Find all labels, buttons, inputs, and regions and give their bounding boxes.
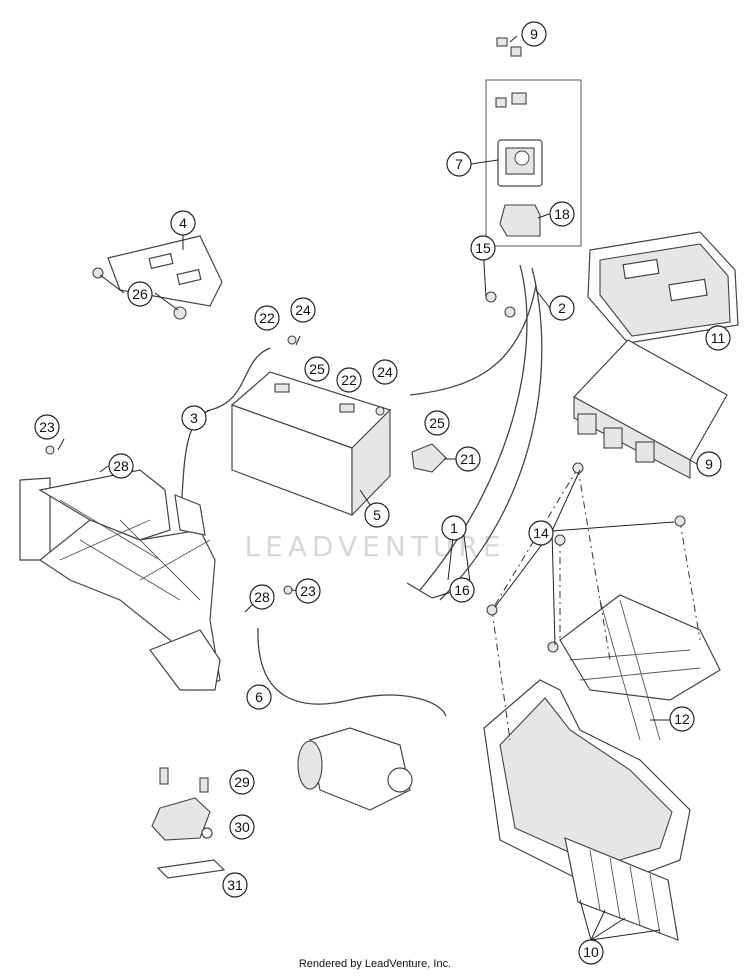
callout-21: 21	[455, 446, 481, 472]
relay-cover-part-18	[499, 204, 541, 237]
relay-box-frame	[485, 79, 582, 247]
bracket-part-4	[92, 235, 223, 320]
callout-23-bottom: 23	[295, 578, 321, 604]
screws-part-29	[159, 767, 209, 793]
svg-text:24: 24	[377, 364, 393, 380]
svg-text:12: 12	[674, 711, 690, 727]
plate-part-31	[156, 859, 226, 879]
callout-3: 3	[181, 405, 207, 431]
svg-text:24: 24	[295, 302, 311, 318]
callout-26: 26	[127, 281, 153, 307]
svg-text:22: 22	[341, 372, 357, 388]
callout-30: 30	[229, 814, 255, 840]
fuse-box-part-10	[564, 837, 679, 941]
svg-text:26: 26	[132, 286, 148, 302]
callout-18: 18	[549, 201, 575, 227]
callout-12: 12	[669, 706, 695, 732]
callout-6: 6	[246, 684, 272, 710]
relay-part-7	[495, 92, 543, 187]
callout-24-right: 24	[372, 359, 398, 385]
sensor-part-30	[151, 797, 213, 841]
callout-16: 16	[449, 577, 475, 603]
watermark-text: LEADVENTURE	[244, 530, 505, 563]
ecu-holder-part-11	[587, 231, 739, 344]
svg-text:18: 18	[554, 206, 570, 222]
svg-text:15: 15	[475, 240, 491, 256]
dash-lines-part-14	[486, 462, 701, 741]
svg-text:29: 29	[234, 774, 250, 790]
svg-text:3: 3	[190, 410, 198, 426]
callout-23-top: 23	[34, 414, 60, 440]
frame	[19, 469, 221, 691]
holder-part-12	[483, 594, 721, 891]
terminal-part-21	[411, 443, 447, 473]
svg-text:28: 28	[254, 589, 270, 605]
cable-part-16-end	[406, 582, 433, 599]
svg-text:5: 5	[373, 507, 381, 523]
svg-text:16: 16	[454, 582, 470, 598]
callout-5: 5	[364, 502, 390, 528]
cable-upper-positive	[409, 284, 537, 396]
svg-text:1: 1	[450, 520, 458, 536]
callout-10: 10	[578, 939, 604, 965]
callout-14: 14	[528, 520, 554, 546]
svg-text:28: 28	[113, 458, 129, 474]
ecu-part-9	[573, 339, 728, 479]
svg-text:23: 23	[39, 419, 55, 435]
callout-11: 11	[705, 325, 731, 351]
cable-part-2	[419, 264, 528, 591]
svg-text:14: 14	[533, 525, 549, 541]
fuses-part-8	[496, 37, 522, 57]
svg-text:31: 31	[227, 877, 243, 893]
svg-text:10: 10	[583, 944, 599, 960]
svg-text:4: 4	[179, 215, 187, 231]
bolts	[45, 291, 516, 595]
callout-25-left: 25	[304, 356, 330, 382]
cable-part-2b	[439, 267, 543, 601]
callout-24-left: 24	[290, 297, 316, 323]
svg-text:23: 23	[300, 583, 316, 599]
callout-2: 2	[549, 295, 575, 321]
callout-7: 7	[446, 151, 472, 177]
svg-text:21: 21	[460, 451, 476, 467]
callout-31: 31	[222, 872, 248, 898]
svg-text:9: 9	[705, 456, 713, 472]
svg-text:9: 9	[530, 26, 538, 42]
svg-text:6: 6	[255, 689, 263, 705]
callout-15: 15	[470, 235, 496, 261]
svg-text:2: 2	[558, 300, 566, 316]
cable-part-6	[257, 627, 447, 717]
callout-22-right: 22	[336, 367, 362, 393]
callout-29: 29	[229, 769, 255, 795]
callout-28-top: 28	[108, 453, 134, 479]
callout-22-left: 22	[254, 305, 280, 331]
callout-28-bottom: 28	[249, 584, 275, 610]
svg-text:25: 25	[309, 361, 325, 377]
callout-1: 1	[441, 515, 467, 541]
svg-text:11: 11	[711, 330, 726, 346]
svg-text:22: 22	[259, 310, 275, 326]
svg-text:30: 30	[234, 819, 250, 835]
battery-part-5	[230, 371, 392, 517]
callout-4: 4	[170, 210, 196, 236]
starter-motor	[297, 727, 413, 811]
callout-8: 9	[521, 21, 547, 47]
svg-text:7: 7	[455, 156, 463, 172]
callout-9: 9	[696, 451, 722, 477]
callout-25-right: 25	[424, 410, 450, 436]
svg-text:25: 25	[429, 415, 445, 431]
footer-credit: Rendered by LeadVenture, Inc.	[298, 958, 452, 970]
